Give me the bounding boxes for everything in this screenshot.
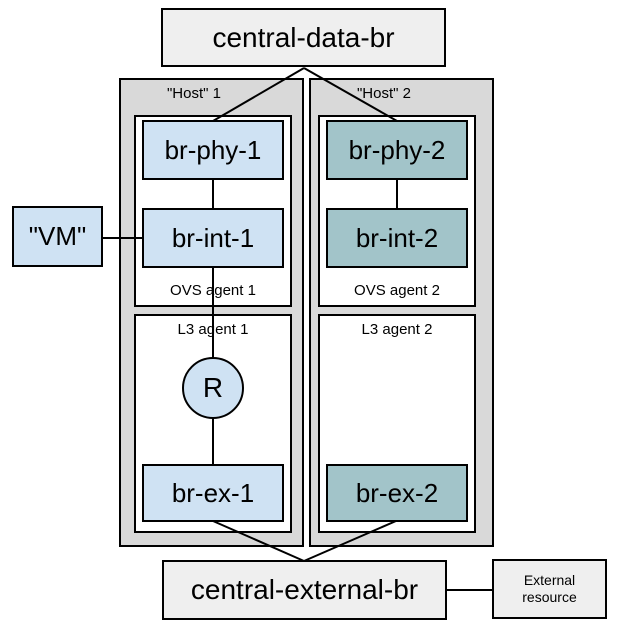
br-phy-1-label: br-phy-1 [164, 134, 262, 165]
node-br-ex-2: br-ex-2 [326, 464, 468, 522]
node-external-resource: External resource [492, 559, 607, 619]
router-circle: R [182, 357, 244, 419]
central-data-br-label: central-data-br [212, 21, 395, 53]
node-br-int-1: br-int-1 [142, 208, 284, 268]
node-br-int-2: br-int-2 [326, 208, 468, 268]
br-phy-2-label: br-phy-2 [348, 134, 446, 165]
central-external-br-label: central-external-br [190, 574, 419, 605]
host-2-label: "Host" 2 [356, 85, 411, 102]
br-int-1-label: br-int-1 [171, 222, 255, 253]
node-br-phy-1: br-phy-1 [142, 120, 284, 180]
br-ex-1-label: br-ex-1 [171, 477, 255, 508]
node-br-phy-2: br-phy-2 [326, 120, 468, 180]
node-br-ex-1: br-ex-1 [142, 464, 284, 522]
br-ex-2-label: br-ex-2 [355, 477, 439, 508]
node-central-data-br: central-data-br [161, 8, 446, 67]
l3-agent-2-label: L3 agent 2 [361, 321, 433, 338]
node-vm: "VM" [12, 206, 103, 267]
router-label: R [202, 372, 224, 403]
ovs-agent-2-label: OVS agent 2 [354, 282, 440, 299]
node-central-external-br: central-external-br [162, 560, 447, 620]
vm-label: "VM" [28, 221, 87, 251]
l3-agent-1-label: L3 agent 1 [177, 321, 249, 338]
br-int-2-label: br-int-2 [355, 222, 439, 253]
host-1-label: "Host" 1 [166, 85, 221, 102]
ovs-agent-1-label: OVS agent 1 [170, 282, 256, 299]
external-resource-label: External resource [522, 571, 577, 606]
